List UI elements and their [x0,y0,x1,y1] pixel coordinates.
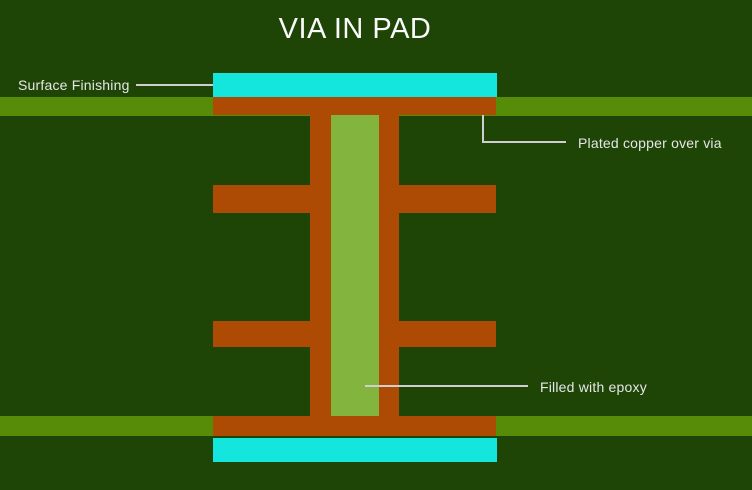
copper-barrel-left [310,115,331,416]
copper-arm-upper-left [213,185,310,213]
epoxy-label: Filled with epoxy [540,379,647,395]
surface-finish-bottom-bar [213,438,497,462]
copper-bottom-plate [213,416,496,436]
surface-finishing-label: Surface Finishing [18,77,130,93]
plated-copper-leader-line-horizontal [482,141,566,143]
surface-finishing-leader-line [136,84,213,86]
diagram-title: VIA IN PAD [278,13,432,45]
plated-copper-leader-line-vertical [482,115,484,143]
copper-arm-upper-right [399,185,496,213]
copper-top-plate [213,97,496,115]
copper-arm-lower-left [213,321,310,347]
surface-finish-top-bar [213,73,497,97]
epoxy-fill-column [331,115,379,416]
copper-barrel-right [379,115,399,416]
epoxy-leader-line [365,385,528,387]
plated-copper-label: Plated copper over via [578,135,722,151]
copper-arm-lower-right [399,321,496,347]
